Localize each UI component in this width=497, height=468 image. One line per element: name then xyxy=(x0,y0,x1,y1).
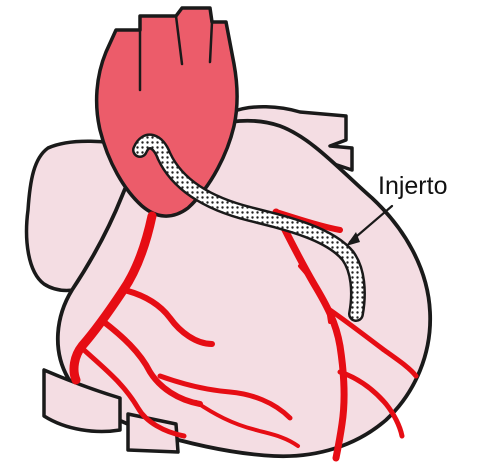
graft-label: Injerto xyxy=(378,172,447,200)
